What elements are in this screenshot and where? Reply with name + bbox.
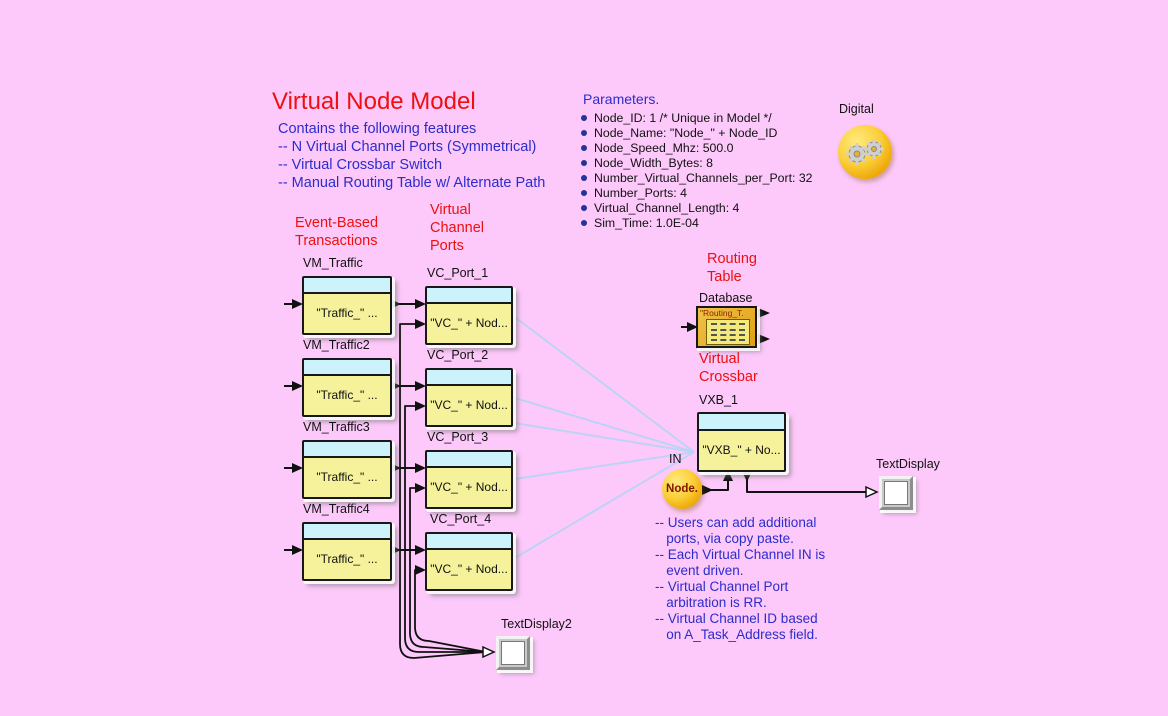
- heading-event-based: Event-Based Transactions: [295, 215, 379, 249]
- block-label-vc-port-4: VC_Port_4: [430, 512, 492, 526]
- in-port-label: IN: [669, 452, 682, 466]
- block-vc-port-4[interactable]: "VC_" + Nod...: [425, 532, 513, 591]
- arrowheads: [292, 299, 770, 575]
- block-label-vm-traffic3: VM_Traffic3: [303, 420, 370, 434]
- parameter-item: Node_Speed_Mhz: 500.0: [594, 140, 734, 155]
- bullet-icon: [581, 159, 587, 166]
- page-title: Virtual Node Model: [272, 88, 476, 115]
- block-database[interactable]: "Routing_T.: [696, 306, 757, 348]
- bullet-icon: [581, 204, 587, 211]
- database-title: "Routing_T.: [700, 308, 744, 318]
- block-header-band: [699, 414, 784, 431]
- block-label-vm-traffic: VM_Traffic: [303, 256, 363, 270]
- node-ball-icon[interactable]: Node.: [662, 469, 702, 509]
- block-content: "VC_" + Nod...: [430, 315, 508, 330]
- parameter-item: Number_Ports: 4: [594, 185, 687, 200]
- parameters-list: Node_ID: 1 /* Unique in Model */ Node_Na…: [581, 110, 813, 230]
- parameters-header: Parameters.: [583, 91, 660, 107]
- parameter-item: Virtual_Channel_Length: 4: [594, 200, 740, 215]
- block-header-band: [427, 370, 511, 386]
- block-header-band: [427, 288, 511, 304]
- bullet-icon: [581, 174, 587, 181]
- parameter-item: Node_Name: "Node_" + Node_ID: [594, 125, 778, 140]
- block-vm-traffic3[interactable]: "Traffic_" ...: [302, 440, 392, 499]
- block-label-vc-port-1: VC_Port_1: [427, 266, 489, 280]
- textdisplay-screen: [884, 481, 908, 505]
- block-content: "Traffic_" ...: [316, 387, 378, 402]
- textdisplay-label: TextDisplay: [876, 457, 940, 471]
- parameter-item: Number_Virtual_Channels_per_Port: 32: [594, 170, 813, 185]
- block-header-band: [427, 452, 511, 468]
- bullet-icon: [581, 114, 587, 121]
- block-vxb-1[interactable]: "VXB_" + No...: [697, 412, 786, 472]
- textdisplay2-label: TextDisplay2: [501, 617, 572, 631]
- open-arrowheads: [482, 485, 879, 659]
- node-ball-text: Node.: [666, 483, 698, 495]
- features-text: Contains the following features -- N Vir…: [278, 121, 546, 191]
- textdisplay-block[interactable]: [879, 476, 913, 510]
- block-vm-traffic4[interactable]: "Traffic_" ...: [302, 522, 392, 581]
- block-content: "VC_" + Nod...: [430, 397, 508, 412]
- block-content: "VC_" + Nod...: [430, 479, 508, 494]
- block-vc-port-3[interactable]: "VC_" + Nod...: [425, 450, 513, 509]
- bullet-icon: [581, 129, 587, 136]
- digital-gears-icon[interactable]: [838, 125, 892, 179]
- block-label-vxb: VXB_1: [699, 393, 738, 407]
- parameter-item: Node_ID: 1 /* Unique in Model */: [594, 110, 772, 125]
- notes-text: -- Users can add additional ports, via c…: [655, 515, 826, 642]
- block-content: "Traffic_" ...: [316, 469, 378, 484]
- parameter-item: Node_Width_Bytes: 8: [594, 155, 713, 170]
- block-header-band: [304, 278, 390, 294]
- textdisplay2-block[interactable]: [496, 636, 530, 670]
- bullet-icon: [581, 219, 587, 226]
- heading-routing-table: Routing Table: [707, 251, 757, 285]
- block-header-band: [304, 442, 390, 458]
- heading-virtual-crossbar: Virtual Crossbar: [699, 351, 758, 385]
- database-table-icon: [706, 319, 750, 345]
- digital-label: Digital: [839, 102, 874, 116]
- block-vc-port-2[interactable]: "VC_" + Nod...: [425, 368, 513, 427]
- block-header-band: [304, 524, 390, 540]
- parameter-item: Sim_Time: 1.0E-04: [594, 215, 699, 230]
- block-label-vm-traffic2: VM_Traffic2: [303, 338, 370, 352]
- block-content: "VXB_" + No...: [702, 442, 781, 457]
- block-header-band: [304, 360, 390, 376]
- gears-glyph: [846, 139, 884, 165]
- bullet-icon: [581, 189, 587, 196]
- block-vc-port-1[interactable]: "VC_" + Nod...: [425, 286, 513, 345]
- block-vm-traffic[interactable]: "Traffic_" ...: [302, 276, 392, 335]
- block-label-vc-port-3: VC_Port_3: [427, 430, 489, 444]
- block-content: "Traffic_" ...: [316, 305, 378, 320]
- block-vm-traffic2[interactable]: "Traffic_" ...: [302, 358, 392, 417]
- block-header-band: [427, 534, 511, 550]
- block-content: "Traffic_" ...: [316, 551, 378, 566]
- bullet-icon: [581, 144, 587, 151]
- block-content: "VC_" + Nod...: [430, 561, 508, 576]
- textdisplay2-screen: [501, 641, 525, 665]
- block-label-vm-traffic4: VM_Traffic4: [303, 502, 370, 516]
- heading-vc-ports: Virtual Channel Ports: [430, 202, 485, 254]
- wire-vc-to-crossbar: [507, 311, 695, 563]
- database-label: Database: [699, 291, 753, 305]
- block-label-vc-port-2: VC_Port_2: [427, 348, 489, 362]
